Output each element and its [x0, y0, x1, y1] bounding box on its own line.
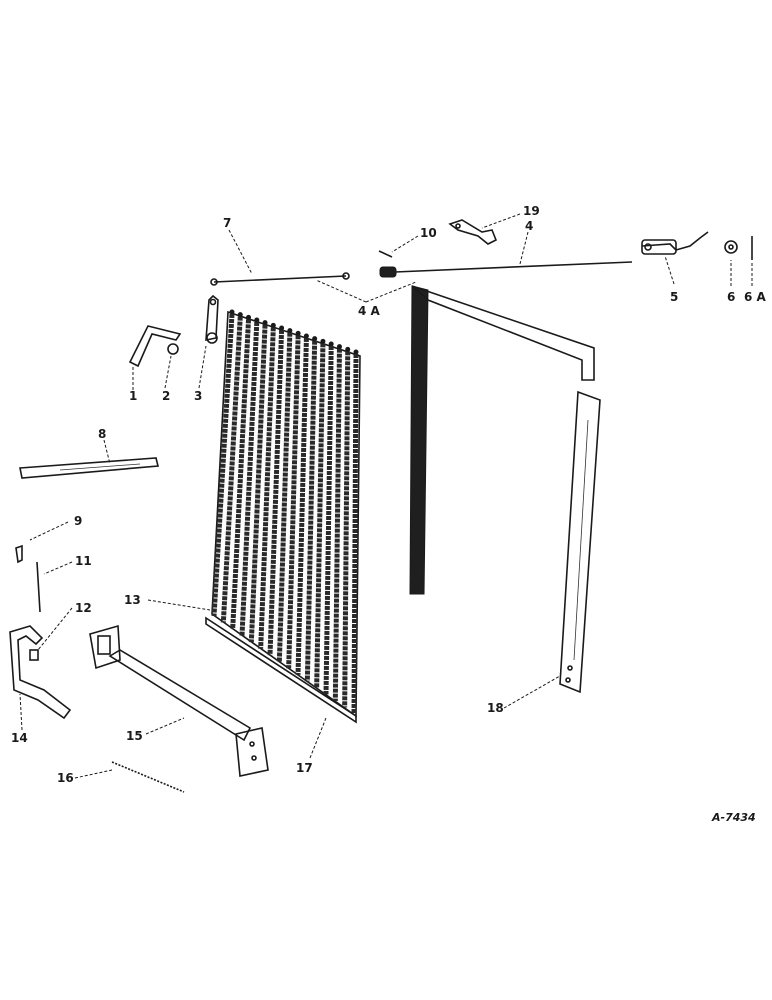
shutter-vane	[248, 324, 268, 643]
part-3-clevis	[205, 294, 219, 344]
part-4-rod	[379, 261, 633, 278]
callout-13: 13	[124, 593, 141, 607]
shutter-vane-cap	[279, 325, 285, 331]
shutter-vane	[332, 348, 342, 701]
shutter-vane-cap	[254, 317, 260, 323]
shutter-vane-cap	[270, 322, 276, 328]
part-2-nut	[167, 343, 179, 355]
shutter-vane	[323, 345, 334, 695]
callout-10: 10	[420, 226, 437, 240]
shutter-vane	[239, 321, 260, 636]
shutter-vane	[304, 340, 318, 682]
part-7-bar	[19, 457, 160, 479]
part-12-block	[29, 649, 39, 661]
part-6-nut	[724, 240, 738, 254]
shutter-vane-cap	[229, 309, 235, 315]
shutter-vane	[258, 327, 276, 649]
callout-17: 17	[296, 761, 313, 775]
part-15-arm	[108, 649, 269, 777]
callout-4: 4	[525, 219, 533, 233]
shutter-vane	[342, 351, 351, 708]
shutter-vane	[211, 313, 235, 617]
shutter-vane-cap	[320, 338, 326, 344]
callout-2: 2	[162, 389, 170, 403]
shutter-vane-cap	[295, 330, 301, 336]
callout-9: 7	[223, 216, 231, 230]
part-13-hinge	[89, 624, 121, 670]
shutter-vane	[314, 343, 326, 688]
callout-19: 19	[523, 204, 540, 218]
callout-11: 11	[75, 554, 92, 568]
callout-labels: 7 19 10 4 4 A 5 6 6 A 1 2 3 8 9 11 12 13…	[11, 204, 767, 824]
shutter-vane-cap	[246, 314, 252, 320]
part-5-latch	[641, 231, 709, 255]
shutter-vane-cap	[336, 344, 342, 350]
callout-14: 14	[11, 731, 28, 745]
callout-12: 12	[75, 601, 92, 615]
callout-5: 5	[670, 290, 678, 304]
part-16-spring	[111, 761, 185, 793]
part-17-shutter	[205, 309, 361, 724]
shutter-vane	[286, 335, 301, 669]
callout-1: 1	[129, 389, 137, 403]
shutter-vane-cap	[287, 328, 293, 334]
callout-8: 9	[74, 514, 82, 528]
part-18-frame	[409, 285, 601, 694]
shutter-vane	[295, 337, 309, 675]
shutter-vane-cap	[303, 333, 309, 339]
shutter-vane	[351, 353, 359, 715]
callout-15: 15	[126, 729, 143, 743]
part-14-lever	[9, 625, 72, 720]
shutter-vane	[220, 316, 243, 623]
part-8-pin	[15, 544, 23, 564]
part-1-crank	[128, 325, 182, 368]
part-11-pin	[36, 561, 41, 613]
callout-16: 16	[57, 771, 74, 785]
shutter-vanes	[211, 309, 359, 715]
part-9-rod	[210, 272, 350, 286]
callout-18: 18	[487, 701, 504, 715]
part-19-bracket	[448, 219, 498, 245]
shutter-vane-cap	[353, 349, 359, 355]
callout-3: 3	[194, 389, 202, 403]
figure-id-label: A-7434	[711, 811, 756, 824]
shutter-vane-cap	[328, 341, 334, 347]
callout-6a: 6 A	[744, 290, 767, 304]
shutter-vane-cap	[262, 320, 268, 326]
callout-4a: 4 A	[358, 304, 381, 318]
part-10-pin	[378, 250, 393, 258]
callout-7: 8	[98, 427, 106, 441]
shutter-vane-cap	[312, 336, 318, 342]
shutter-vane	[230, 319, 252, 630]
shutter-vane	[267, 329, 285, 656]
leader-lines	[19, 213, 753, 779]
shutter-vane-cap	[237, 312, 243, 318]
shutter-vane-cap	[345, 346, 351, 352]
callout-6: 6	[727, 290, 735, 304]
